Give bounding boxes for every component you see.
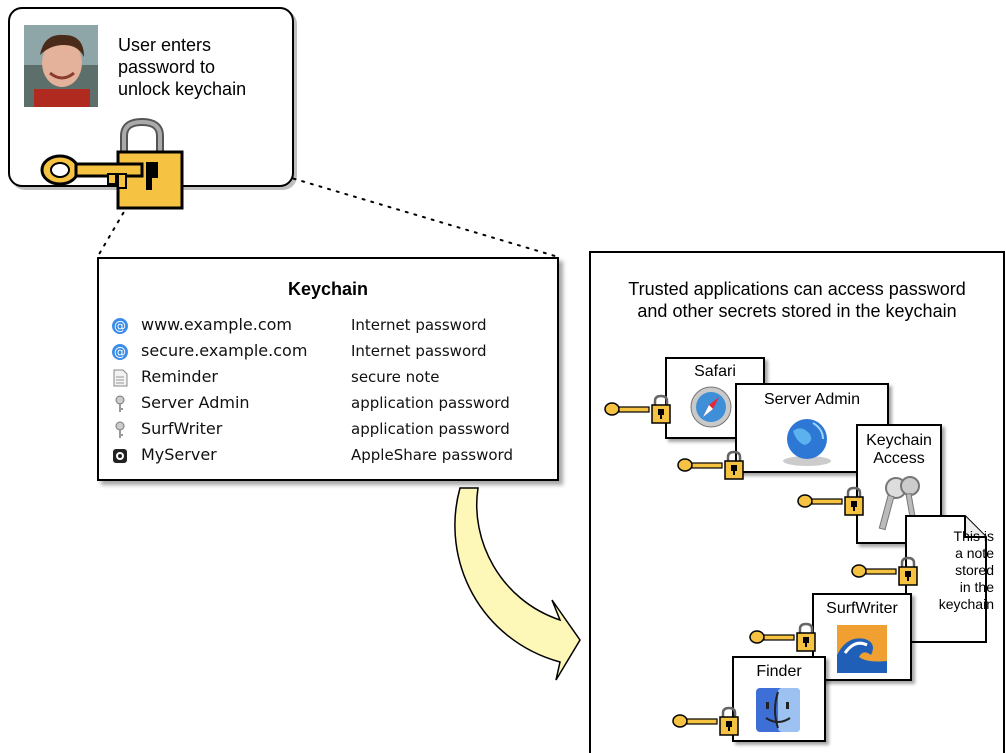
app-name: Server Admin xyxy=(763,391,861,408)
user-text-line: password to xyxy=(118,57,216,77)
keychain-item-kind: application password xyxy=(351,394,510,412)
keys-icon xyxy=(878,476,920,531)
caption-line: and other secrets stored in the keychain xyxy=(637,301,957,321)
keychain-item[interactable]: @ secure.example.com Internet password xyxy=(99,341,557,365)
keychain-item-kind: application password xyxy=(351,420,510,438)
app-name: SurfWriter xyxy=(826,600,898,617)
keychain-item-kind: Internet password xyxy=(351,316,487,334)
keychain-item-name: Reminder xyxy=(141,367,218,386)
keychain-item-name: SurfWriter xyxy=(141,419,223,438)
user-text-line: unlock keychain xyxy=(118,79,247,99)
globe-icon xyxy=(783,419,831,466)
app-name-line: Access xyxy=(873,450,925,467)
keychain-item-name: www.example.com xyxy=(141,315,292,334)
safari-compass-icon xyxy=(690,386,732,428)
note-line: in the xyxy=(959,579,994,595)
keychain-panel: Keychain @ www.example.com Internet pass… xyxy=(97,257,559,481)
app-name: Finder xyxy=(756,663,802,680)
caption-line: Trusted applications can access password xyxy=(628,279,966,299)
key-lock-icon xyxy=(672,706,739,736)
appleshare-server-icon xyxy=(113,449,127,463)
user-instruction: User enters password to unlock keychain xyxy=(118,34,288,100)
note-line: a note xyxy=(955,545,994,561)
key-lock-icon xyxy=(797,486,864,516)
app-card-finder[interactable]: Finder xyxy=(732,656,826,742)
key-icon xyxy=(115,395,125,412)
key-icon xyxy=(115,421,125,438)
user-photo xyxy=(24,25,98,107)
note-line: This is xyxy=(953,528,994,544)
svg-text:@: @ xyxy=(114,319,126,333)
keychain-item-kind: Internet password xyxy=(351,342,487,360)
at-sign-icon: @ xyxy=(112,344,128,360)
trusted-apps-caption: Trusted applications can access password… xyxy=(591,278,1003,322)
keychain-item-name: secure.example.com xyxy=(141,341,308,360)
note-line: keychain xyxy=(938,596,994,612)
keychain-title: Keychain xyxy=(287,279,369,299)
key-lock-icon xyxy=(604,394,671,424)
keychain-item-kind: AppleShare password xyxy=(351,446,513,464)
key-lock-icon xyxy=(749,622,816,652)
note-line: stored xyxy=(955,562,994,578)
finder-face-icon xyxy=(756,688,800,732)
keychain-item-name: MyServer xyxy=(141,445,217,464)
app-name: Safari xyxy=(694,363,736,380)
keychain-item[interactable]: SurfWriter application password xyxy=(99,419,557,443)
keychain-item[interactable]: Server Admin application password xyxy=(99,393,557,417)
app-card-keychain-access[interactable]: Keychain Access xyxy=(856,424,942,544)
keychain-item-name: Server Admin xyxy=(141,393,250,412)
dotted-connector-left xyxy=(97,204,129,257)
keychain-item[interactable]: @ www.example.com Internet password xyxy=(99,315,557,339)
key-lock-icon xyxy=(677,450,744,480)
at-sign-icon: @ xyxy=(112,318,128,334)
keychain-item-kind: secure note xyxy=(351,368,440,386)
app-name-line: Keychain xyxy=(866,432,932,449)
keychain-item[interactable]: Reminder secure note xyxy=(99,367,557,391)
keychain-item[interactable]: MyServer AppleShare password xyxy=(99,445,557,469)
svg-text:@: @ xyxy=(114,345,126,359)
wave-icon xyxy=(837,625,887,673)
curved-arrow xyxy=(454,487,581,681)
note-document-icon xyxy=(113,369,128,387)
user-text-line: User enters xyxy=(118,35,212,55)
key-lock-icon xyxy=(851,556,918,586)
app-card-surfwriter[interactable]: SurfWriter xyxy=(812,593,912,681)
key-and-padlock-icon xyxy=(40,118,184,210)
secure-note-text: This is a note stored in the keychain xyxy=(938,528,1006,613)
